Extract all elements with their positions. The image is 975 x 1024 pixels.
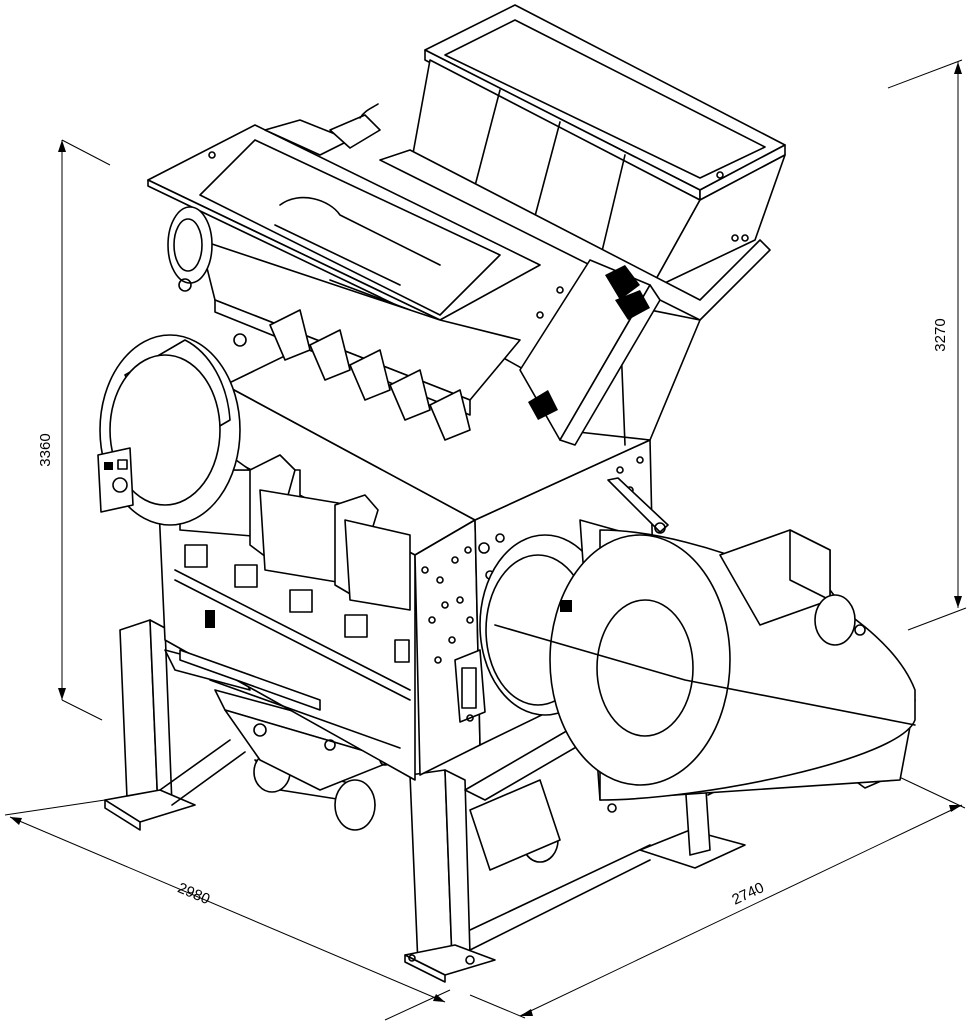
feed-hopper [379, 4, 786, 446]
dim-depth-front-left: 2980 [175, 880, 212, 909]
base-frame [104, 619, 896, 983]
electric-motor [719, 529, 866, 646]
rotor-knives [174, 544, 411, 701]
right-pulley-cover [454, 477, 916, 813]
flywheel-left [97, 334, 241, 526]
drive-belt-guard [519, 259, 661, 446]
dimension-lines [4, 59, 967, 1021]
tilting-feed-hopper [147, 103, 541, 441]
control-box [97, 447, 134, 513]
dim-width-front-right: 2740 [729, 879, 766, 909]
dim-height-right: 3270 [932, 318, 949, 351]
dim-height-left: 3360 [37, 433, 54, 466]
